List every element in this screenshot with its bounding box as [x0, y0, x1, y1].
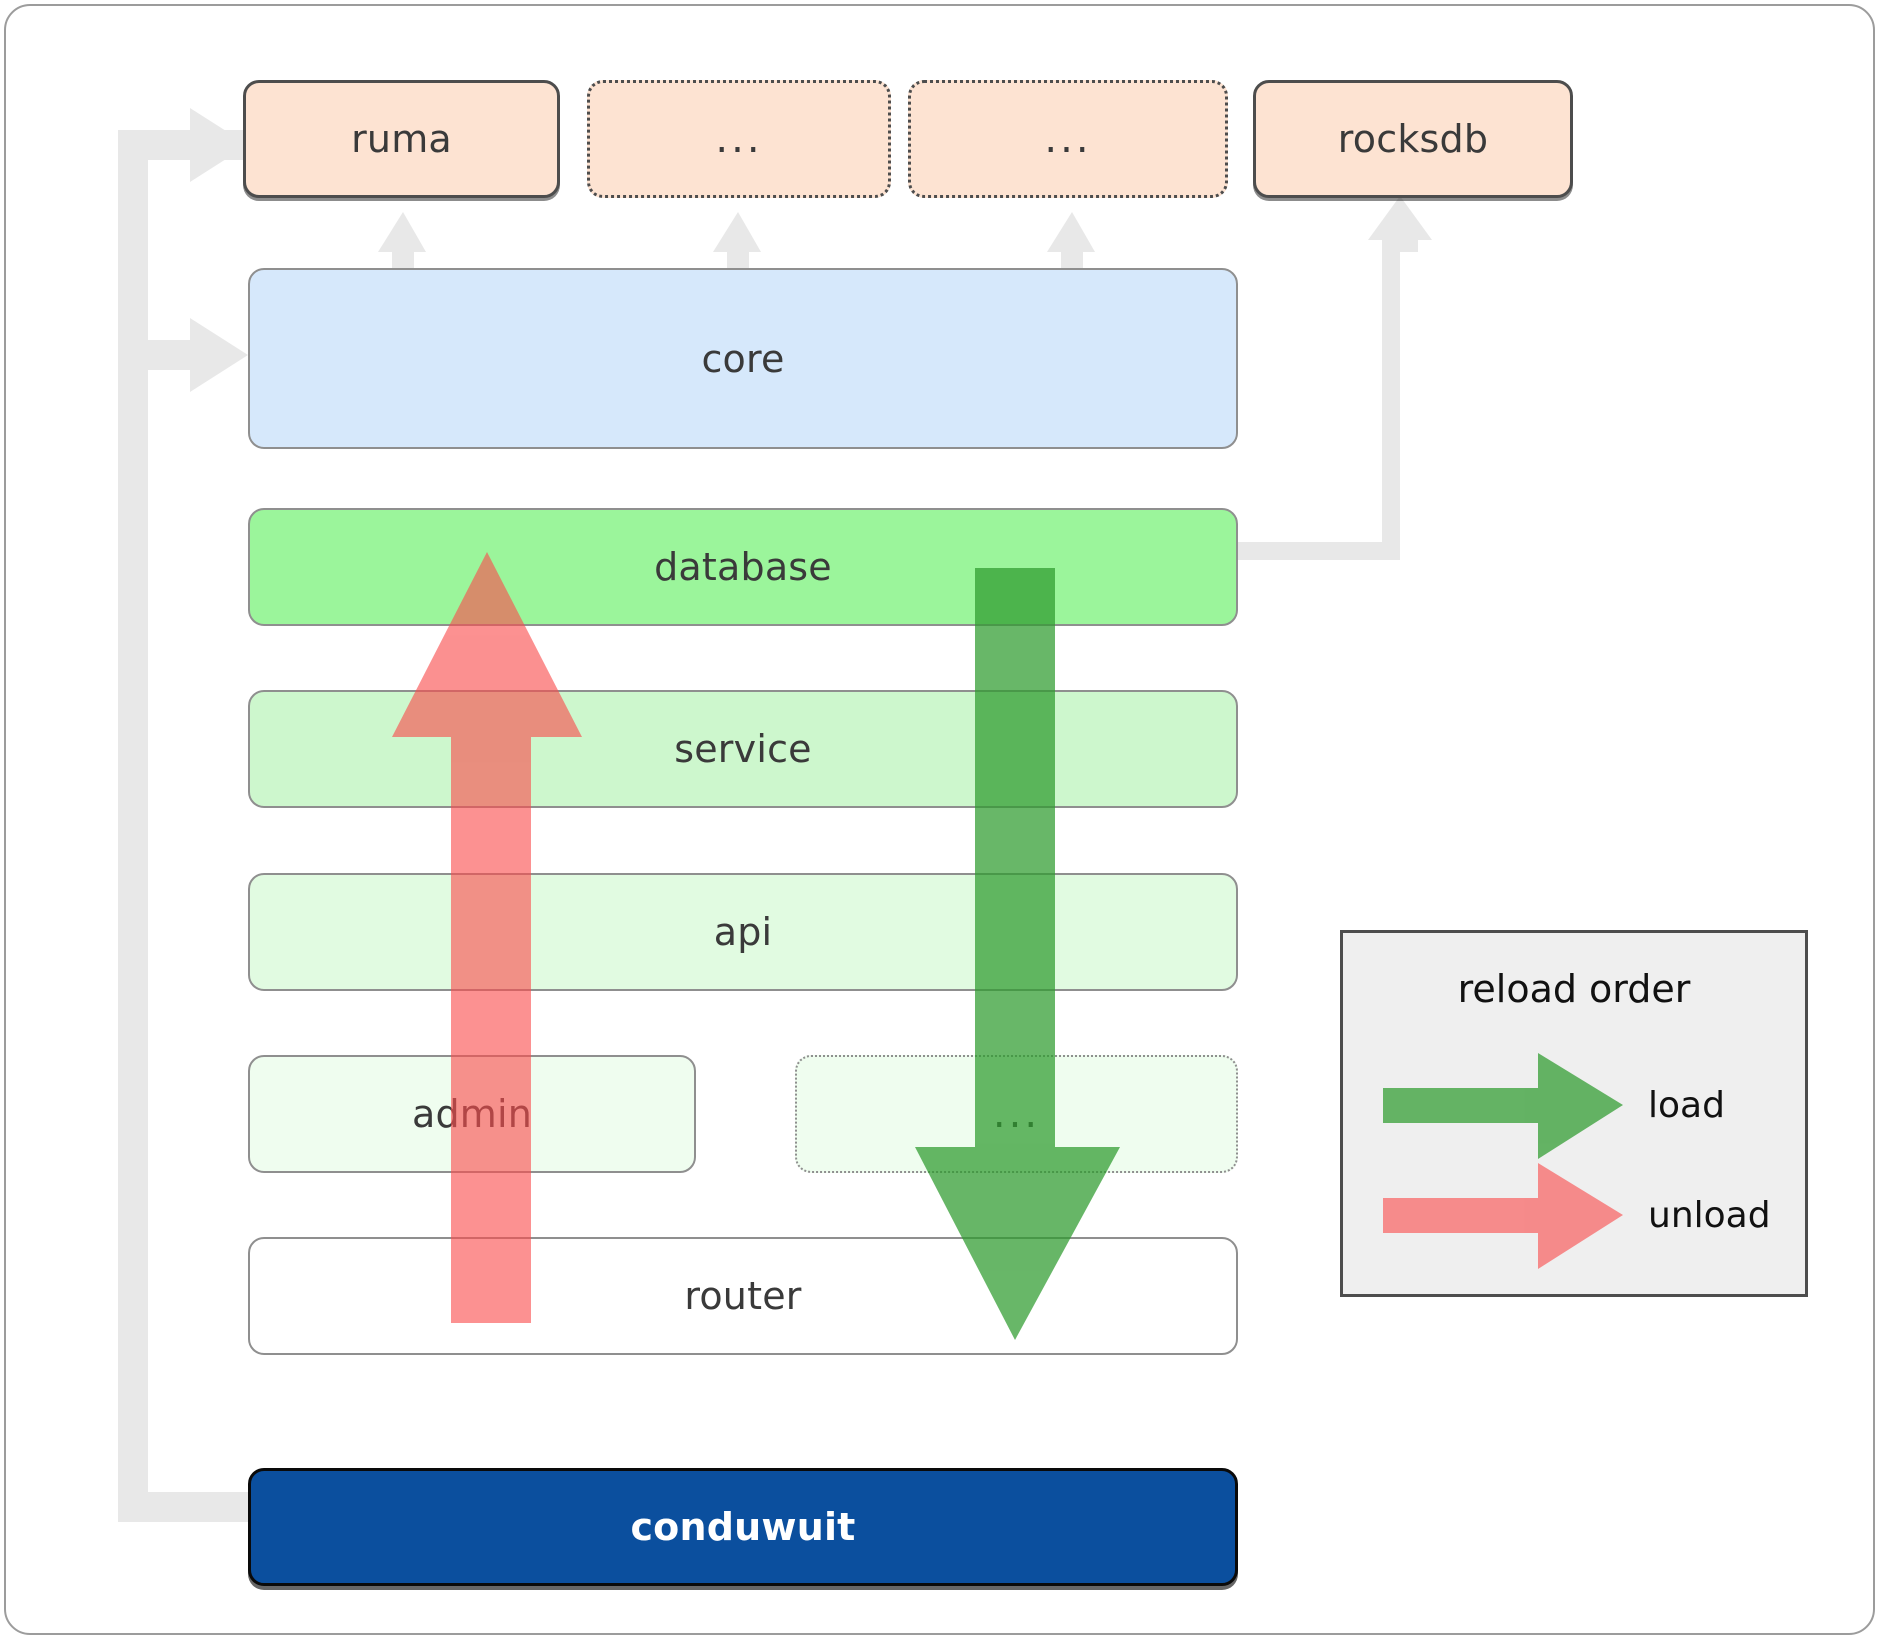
- dependency-box-ruma[interactable]: ruma: [243, 80, 560, 198]
- layer-label-admin: admin: [411, 1092, 533, 1136]
- dependency-label-rocksdb: rocksdb: [1337, 117, 1489, 161]
- layer-label-database: database: [654, 545, 832, 589]
- layer-box-service[interactable]: service: [248, 690, 1238, 808]
- layer-label-placeholder: ...: [992, 1091, 1041, 1137]
- layer-label-router: router: [684, 1274, 802, 1318]
- legend-label-load: load: [1648, 1085, 1725, 1126]
- dependency-label-placeholder-1: ...: [715, 116, 763, 162]
- layer-box-core[interactable]: core: [248, 268, 1238, 449]
- layer-box-api[interactable]: api: [248, 873, 1238, 991]
- layer-box-admin[interactable]: admin: [248, 1055, 696, 1173]
- legend-unload-arrow: [1383, 1163, 1623, 1269]
- legend-title: reload order: [1457, 967, 1691, 1011]
- layer-box-placeholder[interactable]: ...: [795, 1055, 1238, 1173]
- layer-box-router[interactable]: router: [248, 1237, 1238, 1355]
- legend-load-arrow: [1383, 1053, 1623, 1159]
- layer-box-database[interactable]: database: [248, 508, 1238, 626]
- layer-label-core: core: [701, 336, 785, 381]
- root-label-conduwuit: conduwuit: [630, 1505, 856, 1549]
- dependency-box-placeholder-1[interactable]: ...: [587, 80, 891, 198]
- diagram-frame: [4, 4, 1875, 1635]
- dependency-box-placeholder-2[interactable]: ...: [908, 80, 1228, 198]
- layer-label-api: api: [713, 910, 773, 954]
- root-box-conduwuit[interactable]: conduwuit: [248, 1468, 1238, 1586]
- legend-panel: reload order load unload: [1340, 930, 1808, 1297]
- legend-arrow-swatches: [1383, 1053, 1623, 1269]
- dependency-box-rocksdb[interactable]: rocksdb: [1253, 80, 1573, 198]
- layer-label-service: service: [674, 727, 812, 771]
- dependency-label-ruma: ruma: [351, 117, 452, 161]
- dependency-label-placeholder-2: ...: [1044, 116, 1092, 162]
- legend-label-unload: unload: [1648, 1195, 1771, 1236]
